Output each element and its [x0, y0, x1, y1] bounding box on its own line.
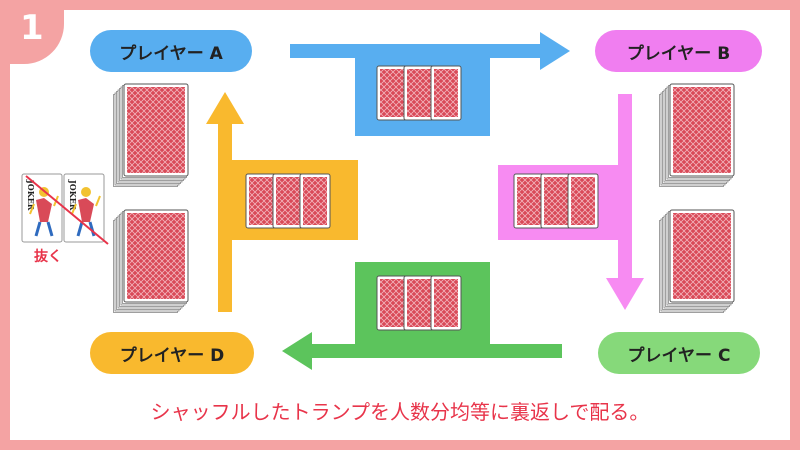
card-back [299, 173, 331, 229]
cross-out-slash [25, 175, 109, 245]
card-back [669, 209, 735, 303]
remove-jokers-label: 抜く [34, 249, 62, 265]
card-pile-player-c [659, 209, 735, 313]
card-back [272, 173, 304, 229]
card-back [376, 65, 408, 121]
joker-card: JOKER [21, 173, 63, 243]
player-c-label: プレイヤー C [598, 332, 760, 374]
card-back [430, 65, 462, 121]
card-back [123, 209, 189, 303]
joker-card-text: JOKER [68, 179, 78, 211]
card-back [669, 83, 735, 177]
passed-cards-c-to-d [376, 275, 462, 331]
card-pile-player-b [659, 83, 735, 187]
passed-cards-d-to-a [245, 173, 331, 229]
card-back [245, 173, 277, 229]
card-back [403, 275, 435, 331]
player-b-label: プレイヤー B [595, 30, 762, 72]
card-back [376, 275, 408, 331]
card-back [567, 173, 599, 229]
joker-card-text: JOKER [26, 179, 36, 211]
instruction-caption: シャッフルしたトランプを人数分均等に裏返しで配る。 [150, 400, 650, 424]
card-back [430, 275, 462, 331]
passed-cards-a-to-b [376, 65, 462, 121]
step-number: 1 [20, 8, 44, 48]
card-back [123, 83, 189, 177]
card-pile-player-a [113, 83, 189, 187]
card-back [540, 173, 572, 229]
card-pile-player-d [113, 209, 189, 313]
joker-card: JOKER [63, 173, 105, 243]
passed-cards-b-to-c [513, 173, 599, 229]
card-back [403, 65, 435, 121]
player-a-label: プレイヤー A [90, 30, 252, 72]
removed-jokers: JOKER JOKER [21, 173, 109, 245]
player-d-label: プレイヤー D [90, 332, 254, 374]
card-back [513, 173, 545, 229]
